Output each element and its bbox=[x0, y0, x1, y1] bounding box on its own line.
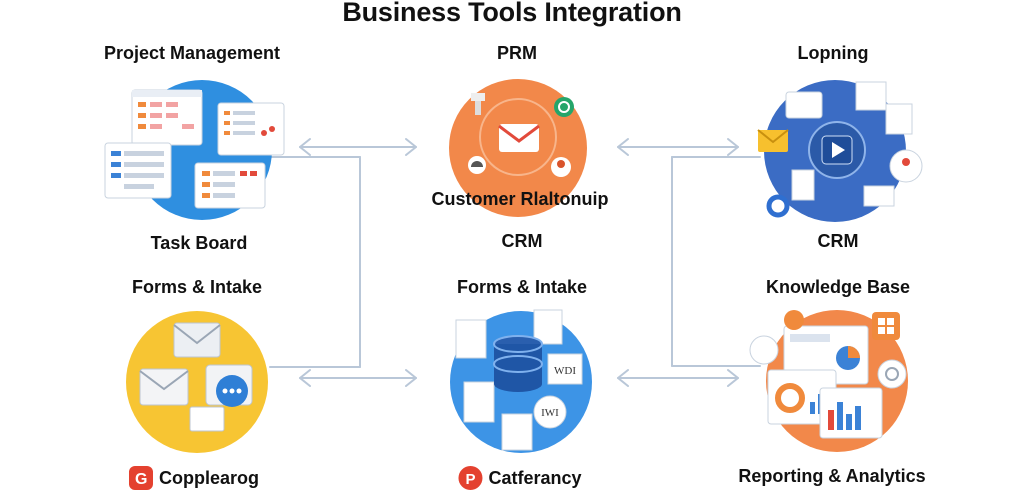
media-hub-icon bbox=[757, 81, 923, 218]
catferancy-logo-icon: P bbox=[458, 466, 483, 490]
prm-label: PRM bbox=[497, 43, 537, 63]
copplearog-label: Copplearog bbox=[158, 467, 260, 488]
copplearog-logo-icon: G bbox=[128, 466, 153, 490]
lopning-label: Lopning bbox=[797, 43, 869, 63]
kanban-board-icon bbox=[104, 89, 285, 209]
envelopes-chat-icon bbox=[139, 322, 253, 432]
project-management-label: Project Management bbox=[103, 43, 281, 63]
svg-text:P: P bbox=[465, 471, 475, 488]
forms-intake-label-mid: Forms & Intake bbox=[456, 277, 588, 297]
knowledge-base-label: Knowledge Base bbox=[765, 277, 911, 297]
iwi-doc-text: IWI bbox=[541, 407, 559, 419]
crm-label-top-right: CRM bbox=[817, 231, 859, 251]
crm-label-top-mid: CRM bbox=[501, 231, 543, 251]
customer-relationship-label: Customer Rlaltonuip bbox=[431, 189, 609, 209]
task-board-label: Task Board bbox=[150, 233, 248, 253]
reporting-analytics-label: Reporting & Analytics bbox=[738, 466, 926, 486]
svg-text:G: G bbox=[135, 471, 147, 488]
database-documents-icon: WDI IWI bbox=[455, 309, 583, 451]
wdi-doc-text: WDI bbox=[554, 365, 576, 377]
catferancy-brand: P Catferancy bbox=[458, 466, 582, 490]
dashboard-charts-icon bbox=[749, 310, 907, 439]
forms-intake-label-left: Forms & Intake bbox=[131, 277, 263, 297]
mail-contacts-icon bbox=[468, 93, 574, 177]
copplearog-brand: G Copplearog bbox=[128, 466, 260, 490]
diagram-title: Business Tools Integration bbox=[342, 0, 682, 27]
catferancy-label: Catferancy bbox=[488, 467, 582, 488]
